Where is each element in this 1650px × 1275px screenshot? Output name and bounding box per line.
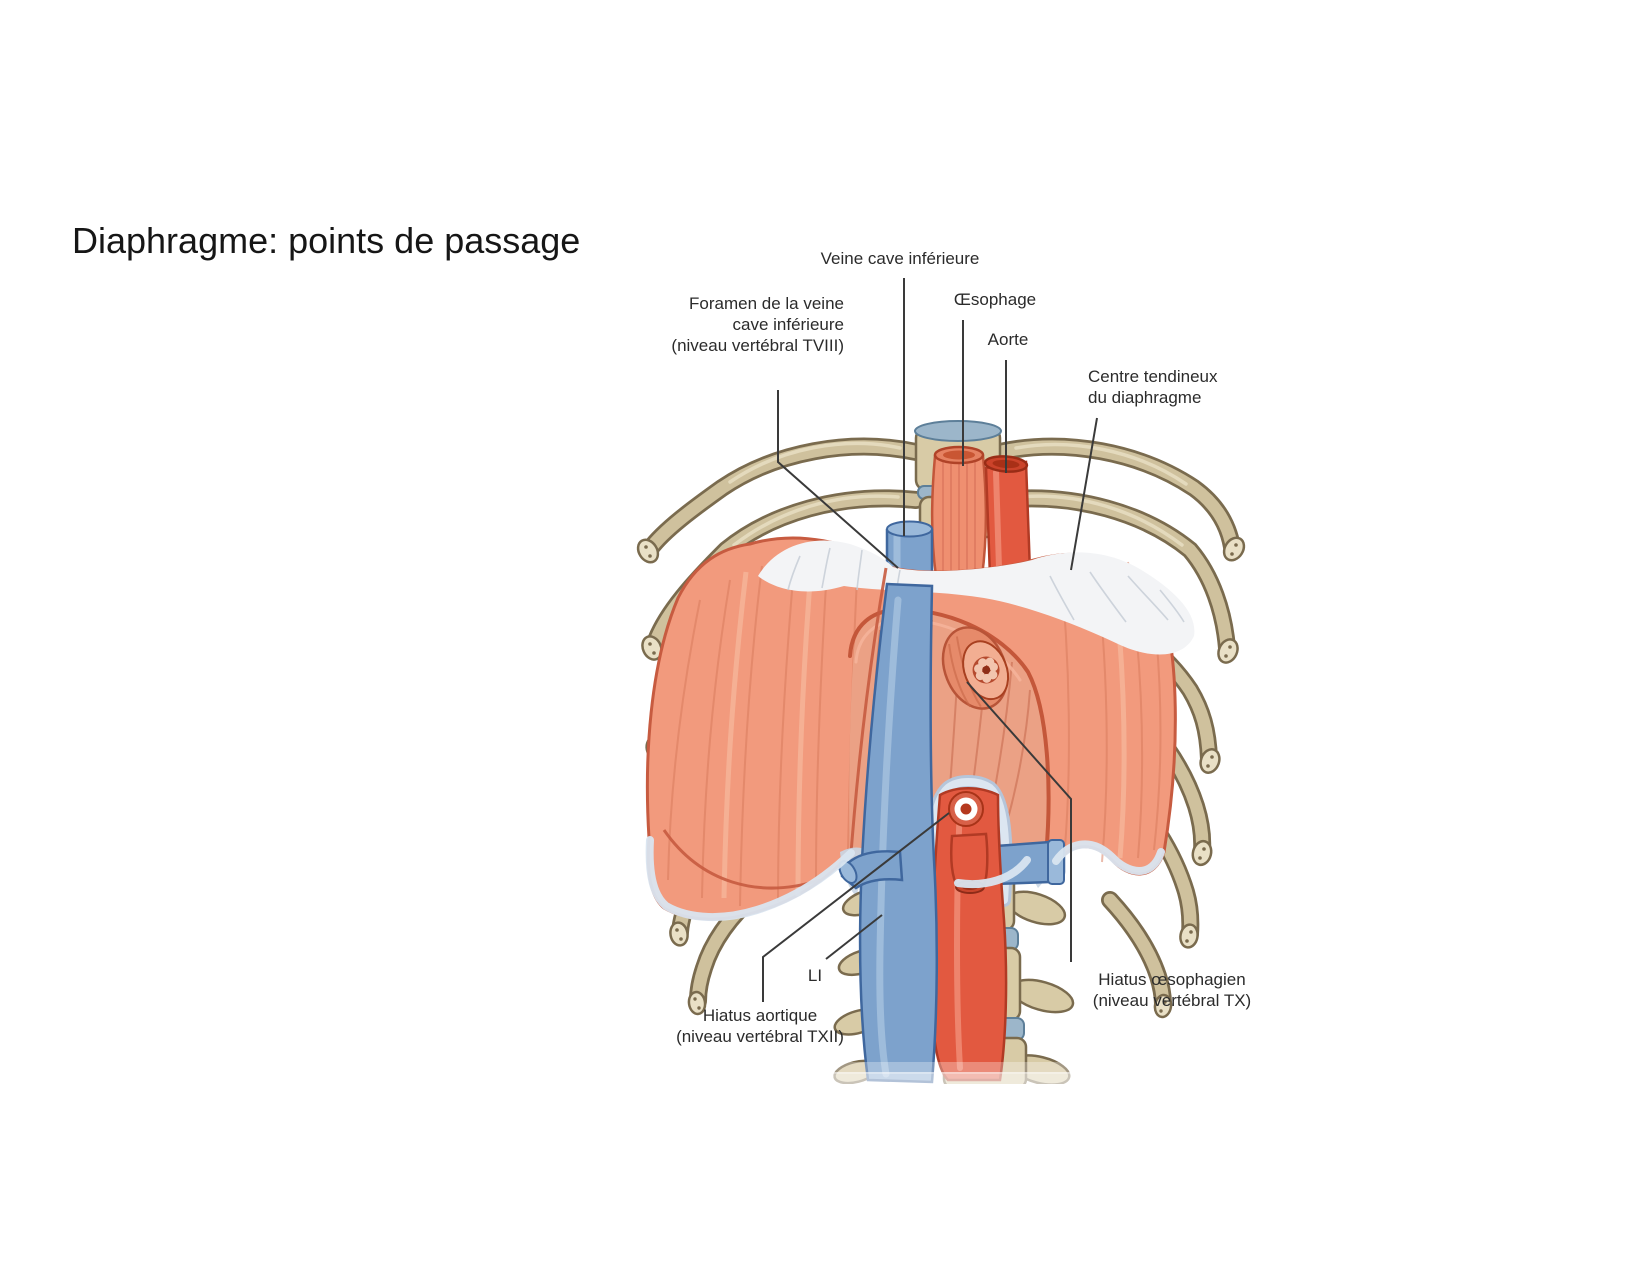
rib-right-2 (991, 489, 1239, 664)
leader-hiatus-oesophagien (966, 681, 1072, 962)
label-foramen-veine-cave: Foramen de la veine cave inférieure (niv… (671, 294, 844, 356)
bottom-fade (760, 1062, 1100, 1124)
label-vertebre-l1: LI (807, 966, 823, 985)
artery-ring-marker (948, 791, 984, 827)
rib-left-1 (636, 437, 925, 564)
rib-right-1 (991, 437, 1246, 562)
esophagus-tube (930, 445, 988, 578)
leader-lines (762, 278, 1098, 1002)
aorta-tube (983, 455, 1032, 578)
diaphragm-bottom-rim (645, 836, 1165, 921)
leader-foramen (777, 390, 899, 569)
rib-right-6 (1101, 891, 1173, 1019)
leader-l1 (825, 914, 883, 960)
inferior-vena-cava-abdominal (858, 582, 939, 1084)
leader-hiatus-aortique (762, 812, 950, 1002)
page-title: Diaphragme: points de passage (72, 220, 581, 261)
label-aorte: Aorte (987, 330, 1029, 349)
label-veine-cave-inferieure: Veine cave inférieure (820, 249, 980, 268)
label-oesophage: Œsophage (953, 290, 1037, 309)
abdominal-aorta (930, 787, 1008, 1082)
esophageal-stump (941, 626, 1010, 710)
label-hiatus-aortique: Hiatus aortique (niveau vertébral TXII) (676, 1006, 844, 1047)
label-hiatus-oesophagien: Hiatus œsophagien (niveau vertébral TX) (1092, 970, 1252, 1011)
label-centre-tendineux: Centre tendineux du diaphragme (1088, 367, 1218, 408)
central-tendon (758, 540, 1195, 655)
leader-centre-tendineux (1070, 417, 1098, 571)
